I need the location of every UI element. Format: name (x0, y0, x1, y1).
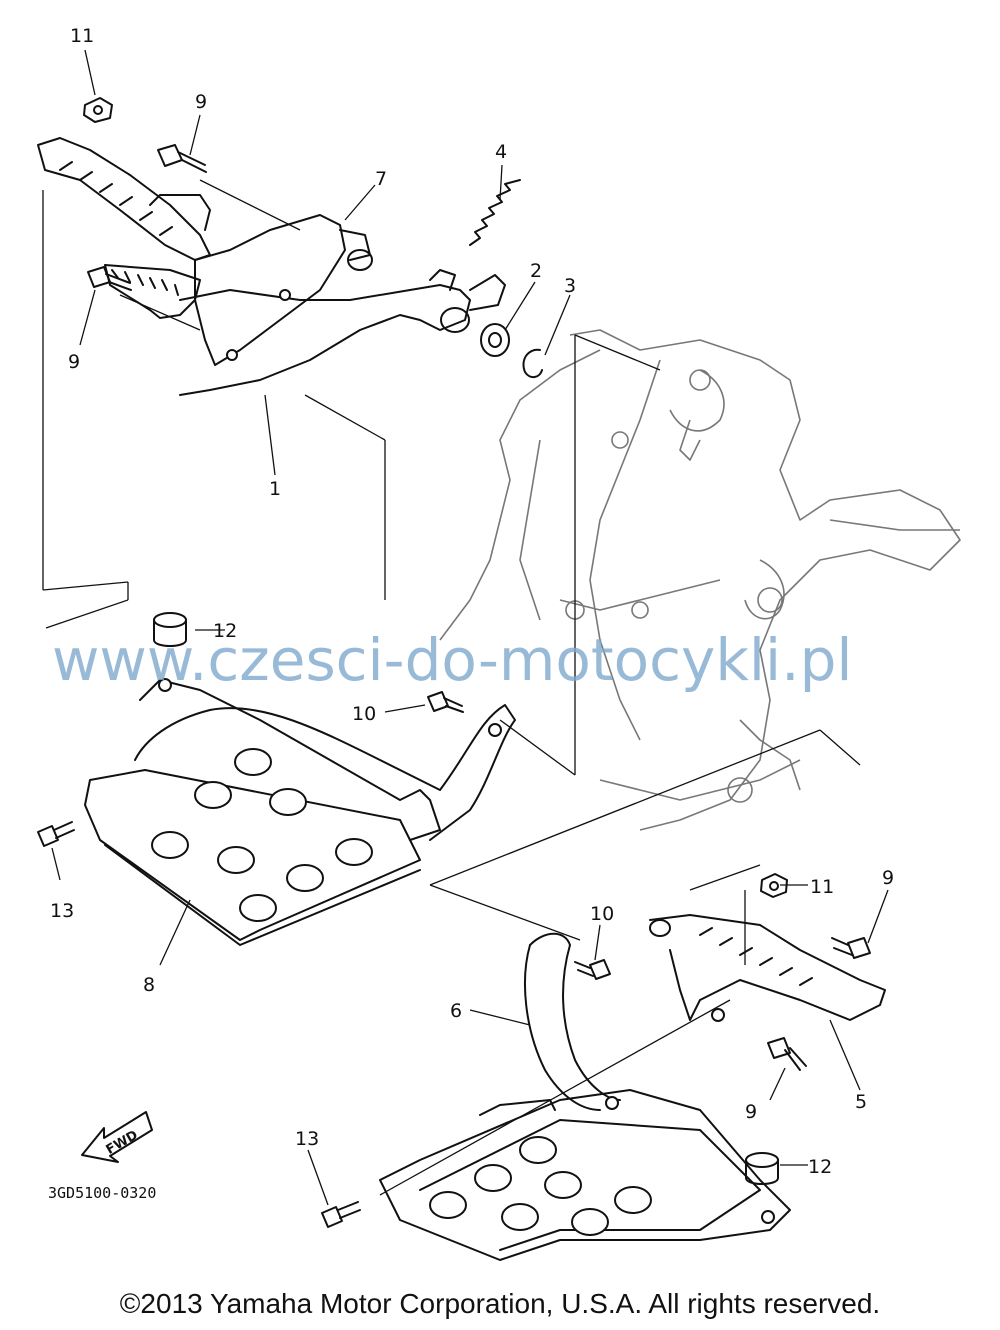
drawing-code: 3GD5100-0320 (48, 1184, 156, 1202)
left-skid-plate-part (84, 678, 516, 946)
bolt-part (767, 1037, 807, 1071)
left-footpeg-part (37, 137, 211, 261)
callout-leaders (51, 49, 889, 1206)
callout-3: 3 (564, 275, 576, 297)
callout-12: 12 (213, 620, 237, 642)
bolt-part (427, 691, 464, 713)
reference-lines (42, 179, 861, 1196)
callout-9: 9 (882, 867, 894, 889)
watermark-text: www.czesci-do-motocykli.pl (52, 626, 853, 694)
copyright-notice: ©2013 Yamaha Motor Corporation, U.S.A. A… (119, 1288, 881, 1319)
bolt-part (37, 821, 75, 847)
callout-10: 10 (590, 903, 614, 925)
callout-labels: 11 9 4 7 2 3 9 1 12 10 13 8 10 11 9 6 5 … (48, 25, 894, 1202)
washer-part (480, 323, 510, 357)
callout-9: 9 (68, 351, 80, 373)
callout-13: 13 (50, 900, 74, 922)
callout-1: 1 (269, 478, 281, 500)
bolt-part (321, 1201, 361, 1228)
callout-8: 8 (143, 974, 155, 996)
nut-part (83, 97, 113, 123)
callout-13: 13 (295, 1128, 319, 1150)
bolt-part (574, 959, 611, 980)
forward-arrow-icon: FWD (81, 1111, 153, 1163)
motorcycle-frame-outline (439, 329, 961, 831)
callout-9: 9 (745, 1101, 757, 1123)
callout-10: 10 (352, 703, 376, 725)
callout-9: 9 (195, 91, 207, 113)
right-footpeg-part (649, 914, 886, 1022)
damper-part (153, 612, 187, 647)
bolt-part (831, 937, 871, 959)
bolt-part (157, 144, 207, 173)
bolt-part (87, 266, 132, 291)
callout-6: 6 (450, 1000, 462, 1022)
callout-12: 12 (808, 1156, 832, 1178)
damper-part (745, 1152, 779, 1185)
callout-11: 11 (70, 25, 94, 47)
spring-part (469, 179, 521, 246)
right-skid-plate-part (379, 932, 791, 1261)
circlip-part (522, 348, 543, 378)
callout-7: 7 (375, 168, 387, 190)
callout-5: 5 (855, 1091, 867, 1113)
footrest-bracket-part (194, 214, 373, 366)
callout-2: 2 (530, 260, 542, 282)
nut-part (760, 873, 788, 898)
callout-11: 11 (810, 876, 834, 898)
fwd-arrow-label: FWD (104, 1128, 141, 1158)
brake-pedal-part (104, 264, 506, 396)
callout-4: 4 (495, 141, 507, 163)
